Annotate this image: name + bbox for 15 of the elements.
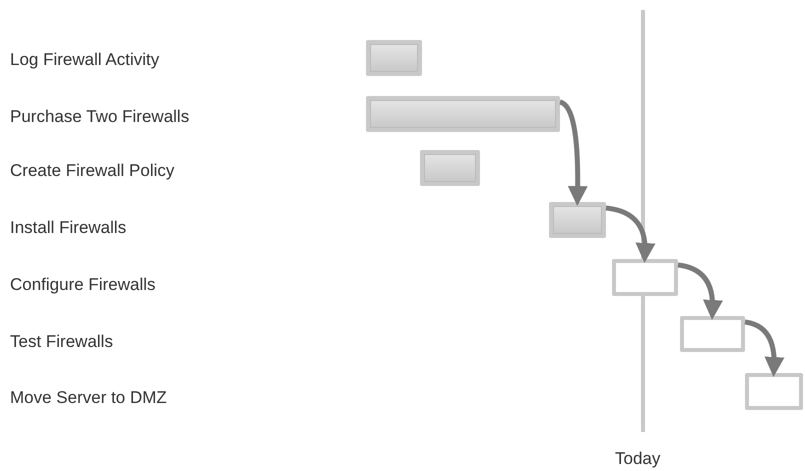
task-label: Create Firewall Policy: [10, 161, 174, 181]
task-bar: [420, 150, 480, 186]
task-bar: [745, 373, 803, 410]
task-label: Test Firewalls: [10, 332, 113, 352]
task-bar: [366, 96, 560, 132]
today-label: Today: [615, 449, 660, 469]
task-label: Configure Firewalls: [10, 275, 156, 295]
task-label: Purchase Two Firewalls: [10, 107, 190, 127]
task-label: Move Server to DMZ: [10, 388, 167, 408]
task-label: Log Firewall Activity: [10, 50, 160, 70]
task-label: Install Firewalls: [10, 218, 126, 238]
task-bar: [680, 316, 745, 352]
task-bar: [366, 40, 422, 76]
task-bar: [549, 202, 606, 238]
task-bar: [612, 259, 678, 296]
